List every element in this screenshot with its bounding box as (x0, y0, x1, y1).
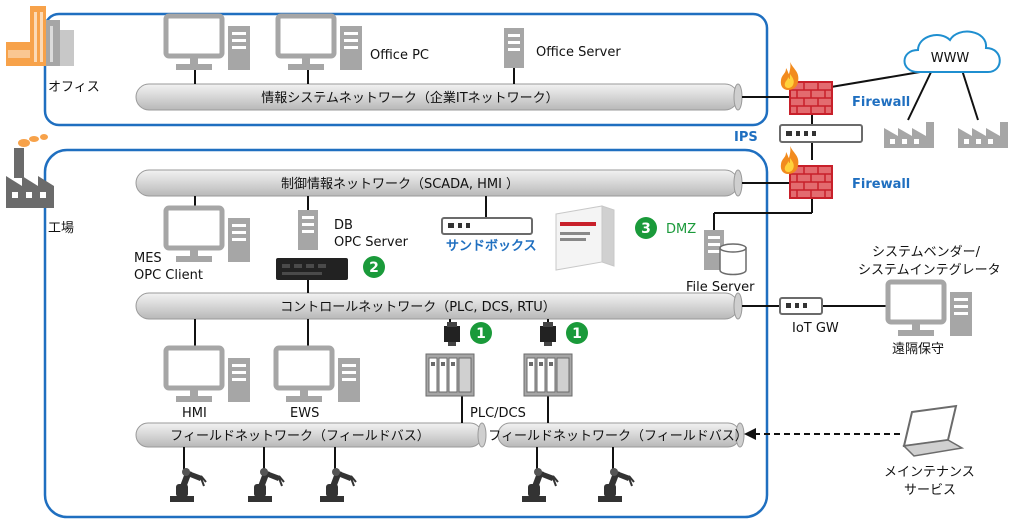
factory-outside-1-icon (884, 122, 934, 148)
robot-arm-1-icon (169, 467, 207, 503)
laptop-icon (902, 404, 965, 457)
remote-pc-icon (888, 282, 972, 336)
it-network-bus: 情報システムネットワーク（企業ITネットワーク） (135, 83, 743, 111)
field-network-bus-right: フィールドネットワーク（フィールドバス） (488, 422, 748, 448)
office-pc-1-icon (166, 16, 250, 70)
www-cloud-icon (903, 30, 1001, 73)
vendor-label-line2: システムインテグレータ (858, 263, 1001, 278)
dmz-label: DMZ (666, 222, 696, 237)
factory-label: 工場 (48, 221, 74, 236)
firewall-top-label: Firewall (852, 95, 910, 110)
sandbox-label: サンドボックス (446, 238, 537, 254)
office-building-icon (6, 6, 74, 66)
firewall-bottom-label: Firewall (852, 177, 910, 192)
factory-outside-2-icon (958, 122, 1008, 148)
opc-client-label: OPC Client (134, 268, 203, 283)
factory-zone (43, 148, 769, 519)
scada-network-bus: 制御情報ネットワーク（SCADA, HMI ） (135, 169, 743, 197)
badge-1-right: 1 (566, 322, 588, 344)
svg-text:3: 3 (641, 221, 651, 237)
security-device-1-icon (444, 322, 460, 346)
field-network-bus-left: フィールドネットワーク（フィールドバス） (135, 422, 487, 448)
iot-gw-label: IoT GW (792, 321, 839, 336)
office-server-icon (504, 28, 524, 68)
robot-arm-4-icon (521, 467, 559, 503)
www-label: WWW (931, 51, 970, 66)
connector-lines (183, 68, 979, 470)
iot-gateway-icon (779, 297, 823, 315)
sandbox-device-icon (441, 217, 533, 235)
file-server-icon (704, 230, 747, 276)
field-network-label-left: フィールドネットワーク（フィールドバス） (170, 429, 429, 444)
remote-maintenance-label: 遠隔保守 (892, 342, 944, 357)
maintenance-label-line2: サービス (904, 483, 956, 498)
ips-label: IPS (734, 130, 758, 145)
factory-building-icon (6, 134, 54, 208)
plc-2-icon (523, 353, 573, 397)
firewall-bottom-icon (780, 146, 833, 199)
db-label: DB (334, 218, 353, 233)
office-zone (43, 12, 769, 127)
office-pc-2-icon (278, 16, 362, 70)
ews-pc-icon (276, 348, 360, 402)
ews-label: EWS (290, 406, 319, 421)
file-server-label: File Server (686, 280, 755, 295)
svg-text:1: 1 (476, 326, 486, 342)
mes-label: MES (134, 251, 162, 266)
plc-1-icon (425, 353, 475, 397)
hmi-pc-icon (166, 348, 250, 402)
vendor-label-line1: システムベンダー/ (872, 245, 981, 260)
maintenance-arrow-icon (744, 428, 756, 440)
robot-arm-3-icon (319, 467, 357, 503)
hmi-label: HMI (182, 406, 207, 421)
mes-pc-icon (166, 208, 250, 262)
plc-dcs-label: PLC/DCS (470, 406, 526, 421)
control-network-label: コントロールネットワーク（PLC, DCS, RTU） (280, 300, 556, 315)
software-package-icon (555, 205, 615, 271)
office-label: オフィス (48, 80, 100, 95)
maintenance-label-line1: メインテナンス (884, 465, 975, 480)
opc-server-label: OPC Server (334, 235, 409, 250)
ips-device-icon (779, 124, 863, 143)
office-pc-label: Office PC (370, 48, 429, 63)
badge-3: 3 (635, 217, 657, 239)
robot-arm-5-icon (597, 467, 635, 503)
it-network-label: 情報システムネットワーク（企業ITネットワーク） (261, 90, 558, 106)
svg-text:2: 2 (369, 260, 379, 276)
robot-arm-2-icon (247, 467, 285, 503)
control-network-bus: コントロールネットワーク（PLC, DCS, RTU） (135, 292, 743, 320)
industrial-gateway-icon (276, 258, 348, 280)
firewall-top-icon (780, 62, 833, 115)
field-network-label-right: フィールドネットワーク（フィールドバス） (488, 429, 747, 444)
badge-2: 2 (363, 256, 385, 278)
badge-1-left: 1 (470, 322, 492, 344)
scada-network-label: 制御情報ネットワーク（SCADA, HMI ） (281, 177, 519, 192)
security-device-2-icon (540, 322, 556, 346)
svg-text:1: 1 (572, 326, 582, 342)
office-server-label: Office Server (536, 45, 621, 60)
db-server-icon (298, 210, 318, 250)
